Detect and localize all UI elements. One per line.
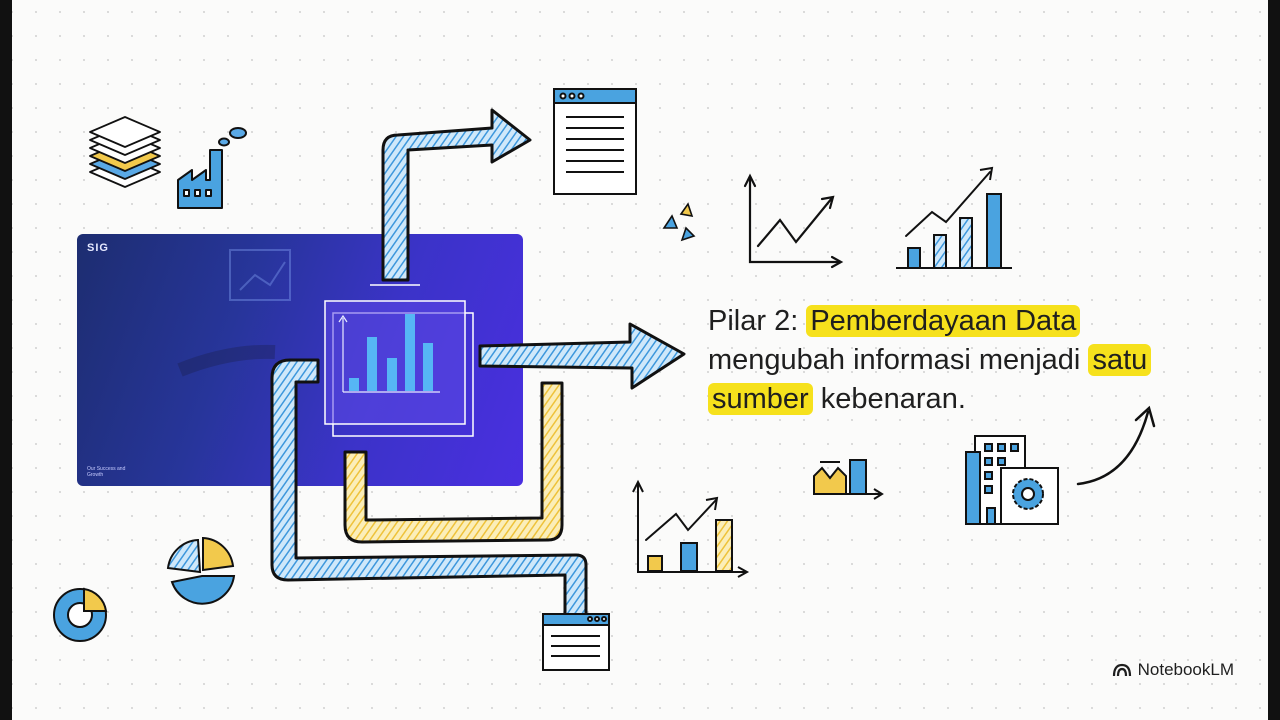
brand-name: NotebookLM (1137, 660, 1234, 679)
left-letterbox (0, 0, 12, 720)
caption-middle: mengubah informasi menjadi (708, 344, 1089, 376)
caption-highlight-satu: satu (1088, 344, 1152, 376)
notebooklm-watermark: NotebookLM (1112, 660, 1234, 680)
bottom-document-icon (542, 613, 610, 671)
bottom-bar-chart-icon (632, 479, 750, 578)
yellow-flow-path (343, 381, 564, 544)
arrow-up-to-document (381, 108, 532, 282)
growth-bar-chart-icon (896, 166, 1012, 269)
line-chart-icon (743, 173, 844, 269)
photo-footer-text: Our Success and Growth (87, 466, 126, 478)
caption-prefix: Pilar 2: (708, 305, 807, 337)
caption-highlight-sumber: sumber (708, 383, 813, 415)
production-chart-icon (813, 459, 884, 500)
triangle-shapes-icon (662, 202, 696, 242)
building-gear-icon (965, 435, 1059, 525)
blue-flow-path (270, 358, 588, 617)
company-logo: SIG (87, 242, 109, 254)
pillar-caption: Pilar 2: Pemberdayaan Data mengubah info… (708, 302, 1228, 419)
pie-chart-icon (166, 536, 236, 605)
data-layers-icon (89, 116, 161, 188)
center-chart-card (324, 300, 474, 437)
right-letterbox (1268, 0, 1280, 720)
photo-overlay (177, 249, 291, 377)
factory-icon (177, 127, 247, 209)
curved-arrow-icon (1076, 410, 1150, 486)
donut-chart-icon (53, 587, 108, 642)
document-window-icon (553, 88, 637, 195)
caption-suffix: kebenaran. (812, 383, 966, 415)
notebooklm-logo-icon (1112, 663, 1131, 677)
arrow-right-to-caption (478, 322, 686, 390)
caption-highlight-pemberdayaan: Pemberdayaan Data (806, 305, 1081, 337)
